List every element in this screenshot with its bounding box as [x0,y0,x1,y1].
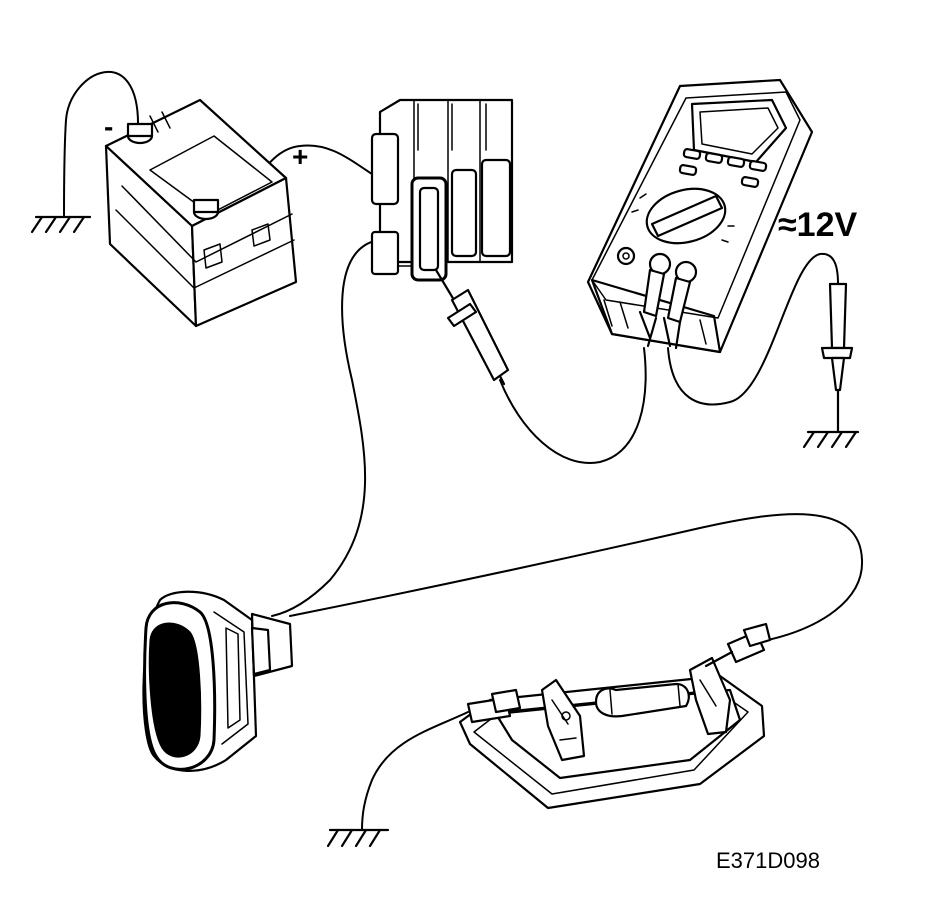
fuse-box-icon [370,98,514,282]
ground-symbol-icon [326,828,390,848]
test-probe-icon [434,268,510,386]
test-probe-icon [820,282,854,434]
battery-positive-label: + [292,141,308,172]
multimeter-icon [586,78,814,354]
door-switch-icon [142,590,294,772]
ground-symbol-icon [802,430,860,449]
voltage-reading: ≈12V [778,206,857,244]
figure-code: E371D098 [716,848,820,873]
ground-symbol-icon [30,215,92,234]
battery-negative-label: - [104,111,113,142]
battery-icon [104,98,298,328]
lamp-unit-icon [458,622,772,810]
